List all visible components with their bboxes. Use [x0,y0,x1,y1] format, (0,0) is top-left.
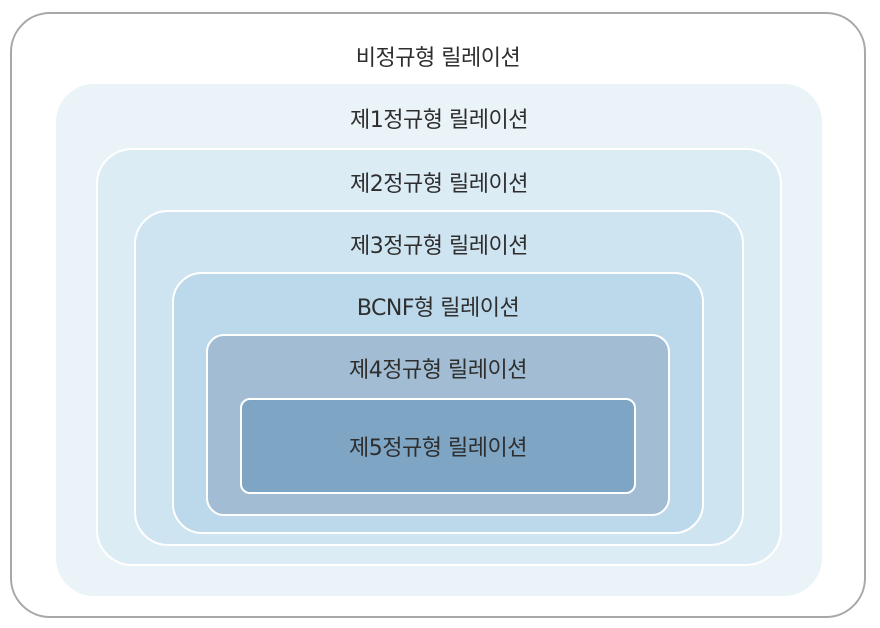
first-normal-form-label: 제1정규형 릴레이션 [350,108,528,133]
unnormalized-relation-label: 비정규형 릴레이션 [355,46,521,71]
bcnf-label: BCNF형 릴레이션 [356,296,520,321]
fifth-normal-form-label: 제5정규형 릴레이션 [349,436,527,461]
fourth-normal-form-label: 제4정규형 릴레이션 [349,358,527,383]
fifth-normal-form-box: 제5정규형 릴레이션 [240,398,636,494]
third-normal-form-label: 제3정규형 릴레이션 [350,234,528,259]
second-normal-form-label: 제2정규형 릴레이션 [350,172,528,197]
